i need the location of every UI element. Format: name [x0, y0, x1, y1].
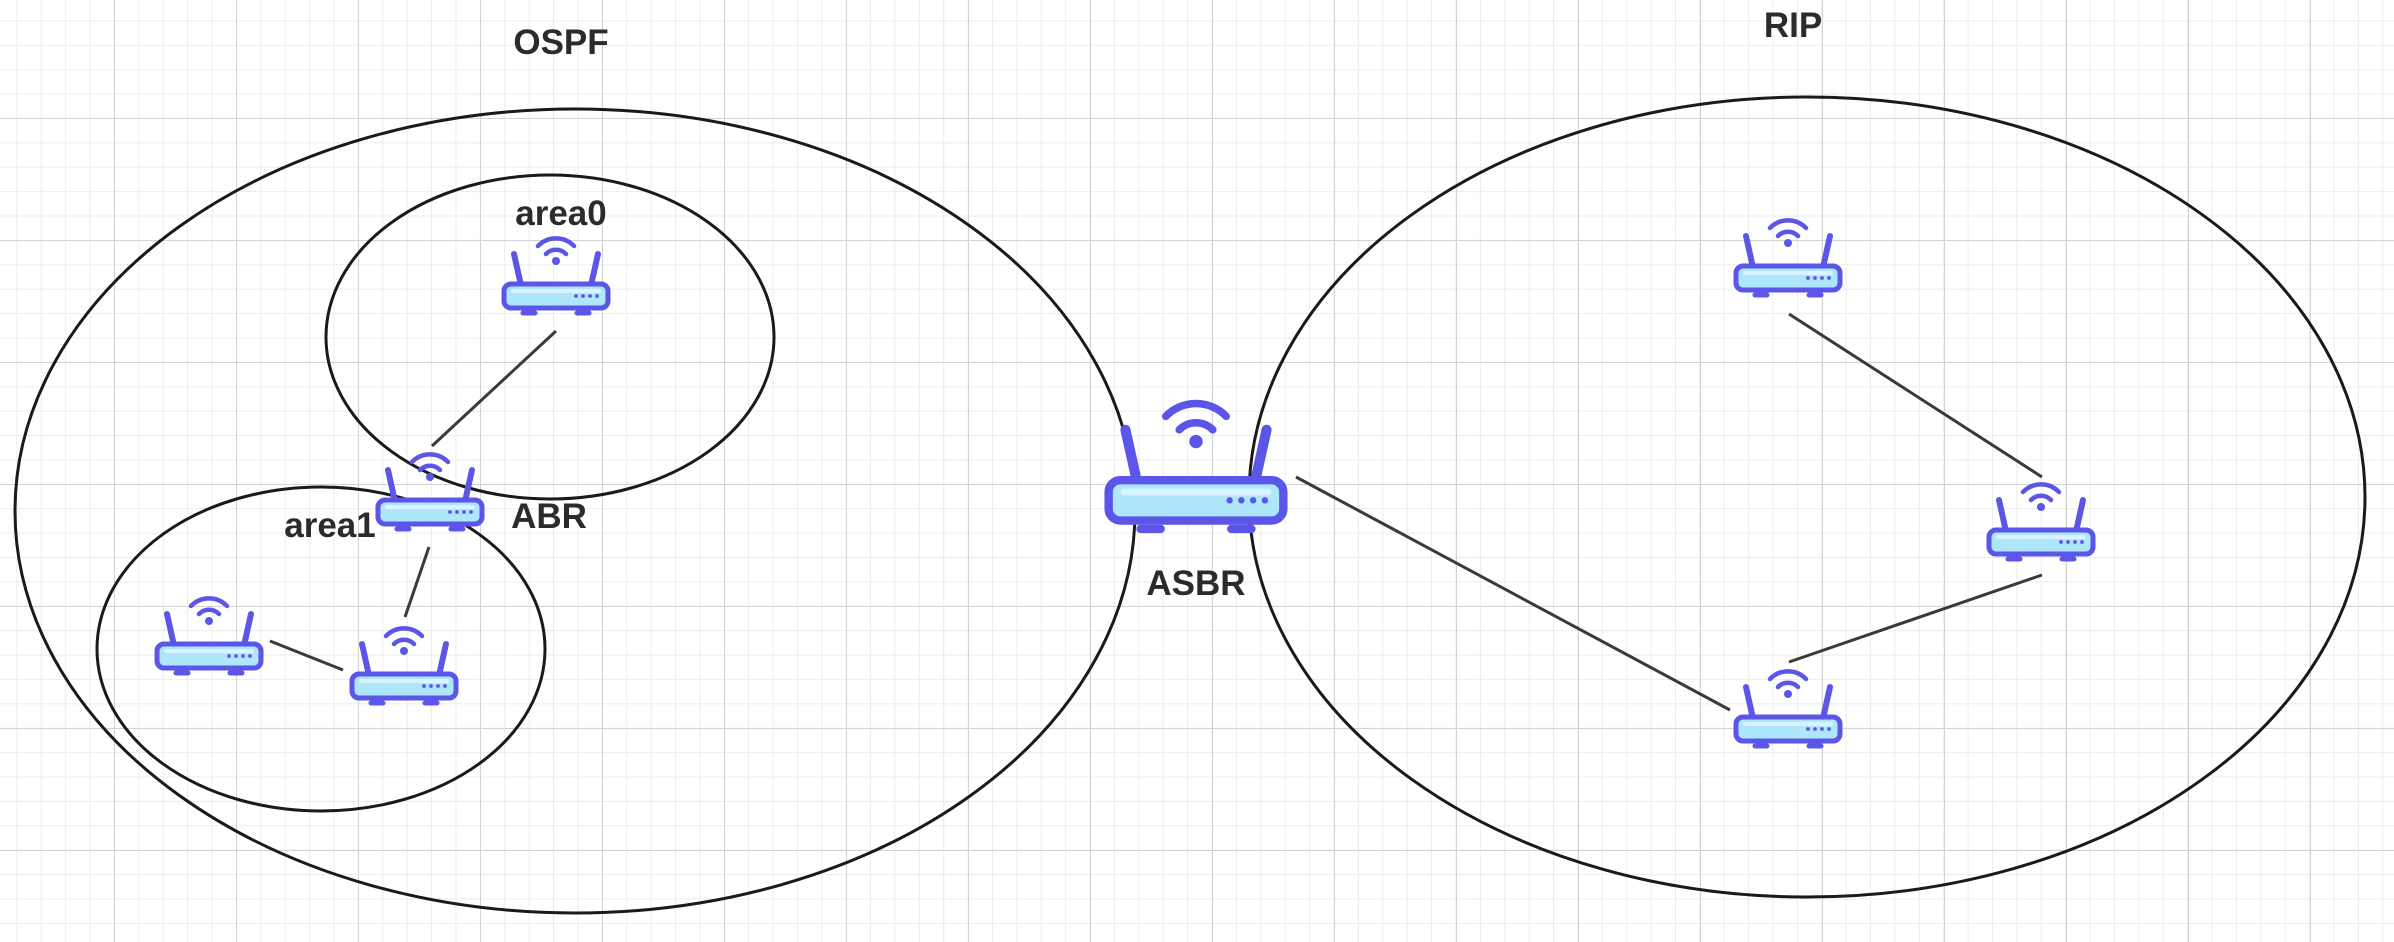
- wifi-router-icon: [1989, 484, 2093, 559]
- asbr-label: ASBR: [1146, 564, 1245, 603]
- router-asbr[interactable]: [1109, 404, 1284, 529]
- rip-region: [1247, 95, 2367, 899]
- ospf-label: OSPF: [513, 23, 608, 62]
- wifi-router-icon: [1736, 671, 1840, 746]
- area0-label: area0: [515, 194, 606, 233]
- router-rip-bottom[interactable]: [1736, 671, 1840, 746]
- link-area0-abr: [430, 329, 558, 448]
- wifi-router-icon: [1109, 404, 1284, 529]
- router-area1-left[interactable]: [157, 598, 261, 673]
- area1-region: [95, 485, 547, 813]
- wifi-router-icon: [504, 238, 608, 313]
- router-rip-right[interactable]: [1989, 484, 2093, 559]
- link-abr-area1: [403, 546, 431, 618]
- wifi-router-icon: [378, 454, 482, 529]
- link-asbr-rip: [1295, 475, 1731, 712]
- area1-label: area1: [284, 506, 375, 545]
- link-area1-routers: [269, 639, 344, 672]
- wifi-router-icon: [1736, 220, 1840, 295]
- router-area0[interactable]: [504, 238, 608, 313]
- wifi-router-icon: [352, 628, 456, 703]
- router-area1-right[interactable]: [352, 628, 456, 703]
- area0-region: [324, 173, 776, 501]
- router-rip-top[interactable]: [1736, 220, 1840, 295]
- link-rip-top-right: [1788, 312, 2043, 479]
- abr-label: ABR: [511, 497, 587, 536]
- rip-label: RIP: [1764, 6, 1822, 45]
- link-rip-right-bottom: [1788, 573, 2043, 664]
- wifi-router-icon: [157, 598, 261, 673]
- router-abr[interactable]: [378, 454, 482, 529]
